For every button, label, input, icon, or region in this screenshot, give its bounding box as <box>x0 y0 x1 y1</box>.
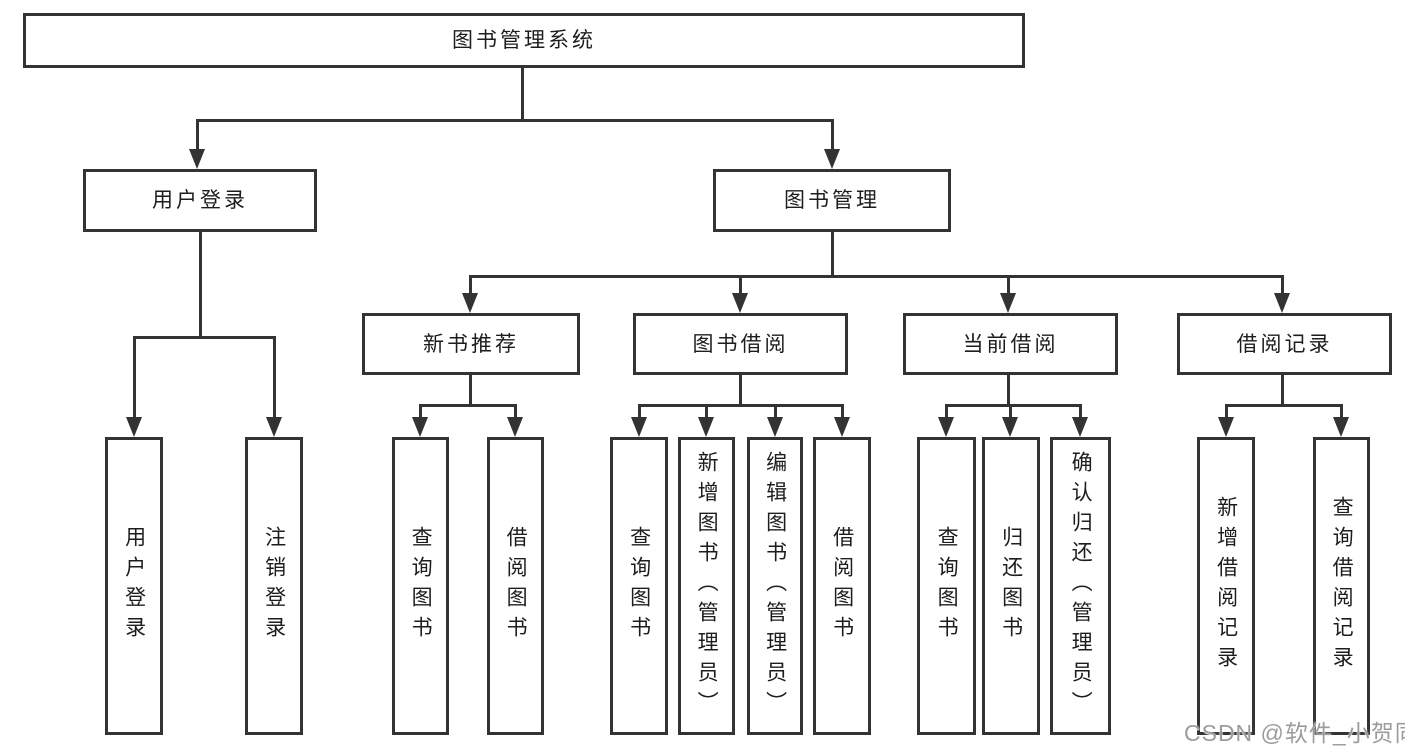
node-leaf-logout: 注销登录 <box>245 437 303 735</box>
arrowhead-icon <box>266 417 282 437</box>
node-label: 用户登录 <box>152 189 248 212</box>
arrowhead-icon <box>126 417 142 437</box>
node-label: 借阅图书 <box>830 526 854 646</box>
connector-arrow-line <box>637 405 641 419</box>
arrowhead-icon <box>631 417 647 437</box>
connector-stem-line <box>1006 375 1010 405</box>
arrowhead-icon <box>1274 293 1290 313</box>
node-label: 用户登录 <box>122 526 146 646</box>
csdn-watermark: CSDN @软件_小贺同学 <box>1184 720 1405 746</box>
node-leaf-query-book-3: 查询图书 <box>917 437 976 735</box>
arrowhead-icon <box>507 417 523 437</box>
node-label: 借阅图书 <box>504 526 528 646</box>
connector-arrow-line <box>195 120 199 151</box>
arrowhead-icon <box>834 417 850 437</box>
arrowhead-icon <box>189 149 205 169</box>
node-leaf-borrow-book-2: 借阅图书 <box>813 437 871 735</box>
connector-stem-line <box>468 375 472 405</box>
node-leaf-return-book: 归还图书 <box>982 437 1040 735</box>
connector-arrow-line <box>132 337 136 419</box>
arrowhead-icon <box>938 417 954 437</box>
node-leaf-add-book: 新增图书（管理员） <box>678 437 735 735</box>
connector-arrow-line <box>738 276 742 295</box>
arrowhead-icon <box>412 417 428 437</box>
node-label: 图书管理系统 <box>452 29 596 52</box>
connector-arrow-line <box>840 405 844 419</box>
node-book-mgmt-group: 图书管理 <box>713 169 951 232</box>
node-label: 归还图书 <box>999 526 1023 646</box>
connector-arrow-line <box>513 405 517 419</box>
arrowhead-icon <box>462 293 478 313</box>
connector-bar-line <box>1224 403 1343 407</box>
node-book-borrow: 图书借阅 <box>633 313 848 375</box>
node-borrow-records: 借阅记录 <box>1177 313 1392 375</box>
arrowhead-icon <box>732 293 748 313</box>
node-label: 借阅记录 <box>1236 332 1333 356</box>
connector-arrow-line <box>418 405 422 419</box>
node-label: 新书推荐 <box>423 332 519 356</box>
arrowhead-icon <box>698 417 714 437</box>
node-label: 确认归还（管理员） <box>1069 451 1093 721</box>
node-root: 图书管理系统 <box>23 13 1025 68</box>
connector-stem-line <box>1280 375 1284 405</box>
node-current-borrow: 当前借阅 <box>903 313 1118 375</box>
connector-arrow-line <box>1078 405 1082 419</box>
connector-stem-line <box>738 375 742 405</box>
node-new-book-rec: 新书推荐 <box>362 313 580 375</box>
connector-arrow-line <box>704 405 708 419</box>
node-leaf-query-record: 查询借阅记录 <box>1313 437 1370 735</box>
connector-stem-line <box>198 232 202 337</box>
node-label: 图书管理 <box>784 189 880 212</box>
arrowhead-icon <box>1072 417 1088 437</box>
connector-arrow-line <box>468 276 472 295</box>
arrowhead-icon <box>1218 417 1234 437</box>
connector-arrow-line <box>773 405 777 419</box>
arrowhead-icon <box>824 149 840 169</box>
connector-bar-line <box>637 403 844 407</box>
connector-bar-line <box>132 335 276 339</box>
node-label: 新增图书（管理员） <box>695 451 719 721</box>
node-label: 查询图书 <box>627 526 651 646</box>
connector-arrow-line <box>1224 405 1228 419</box>
connector-bar-line <box>944 403 1082 407</box>
node-leaf-query-book-1: 查询图书 <box>392 437 449 735</box>
node-label: 查询借阅记录 <box>1330 496 1354 676</box>
arrowhead-icon <box>767 417 783 437</box>
node-label: 编辑图书（管理员） <box>763 451 787 721</box>
node-label: 注销登录 <box>262 526 286 646</box>
connector-bar-line <box>418 403 517 407</box>
connector-arrow-line <box>830 120 834 151</box>
connector-arrow-line <box>944 405 948 419</box>
arrowhead-icon <box>1000 293 1016 313</box>
node-user-login-group: 用户登录 <box>83 169 317 232</box>
node-label: 查询图书 <box>935 526 959 646</box>
connector-stem-line <box>520 68 524 120</box>
node-label: 查询图书 <box>409 526 433 646</box>
node-leaf-confirm-return: 确认归还（管理员） <box>1050 437 1111 735</box>
connector-arrow-line <box>272 337 276 419</box>
arrowhead-icon <box>1002 417 1018 437</box>
node-leaf-query-book-2: 查询图书 <box>610 437 668 735</box>
node-label: 图书借阅 <box>692 332 789 356</box>
connector-bar-line <box>195 118 834 122</box>
connector-stem-line <box>830 232 834 276</box>
connector-arrow-line <box>1280 276 1284 295</box>
node-leaf-edit-book: 编辑图书（管理员） <box>747 437 803 735</box>
arrowhead-icon <box>1333 417 1349 437</box>
node-leaf-borrow-book-1: 借阅图书 <box>487 437 544 735</box>
node-leaf-user-login: 用户登录 <box>105 437 163 735</box>
connector-bar-line <box>468 274 1284 278</box>
node-label: 当前借阅 <box>962 332 1059 356</box>
connector-arrow-line <box>1008 405 1012 419</box>
connector-arrow-line <box>1339 405 1343 419</box>
connector-arrow-line <box>1006 276 1010 295</box>
node-label: 新增借阅记录 <box>1214 496 1238 676</box>
node-leaf-add-record: 新增借阅记录 <box>1197 437 1255 735</box>
